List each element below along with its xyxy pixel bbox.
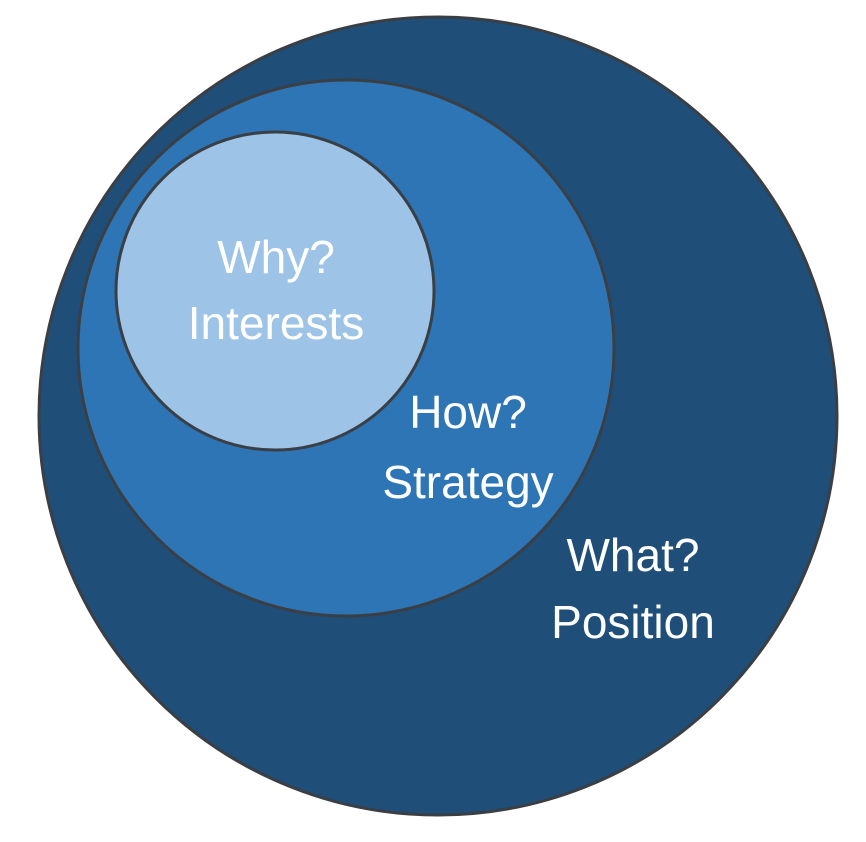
middle-label: Strategy <box>382 456 553 508</box>
inner-question: Why? <box>217 231 335 283</box>
outer-label: Position <box>551 596 715 648</box>
outer-question: What? <box>567 529 700 581</box>
inner-label: Interests <box>188 297 364 349</box>
inner-circle-interests <box>114 130 436 452</box>
middle-question: How? <box>409 386 527 438</box>
